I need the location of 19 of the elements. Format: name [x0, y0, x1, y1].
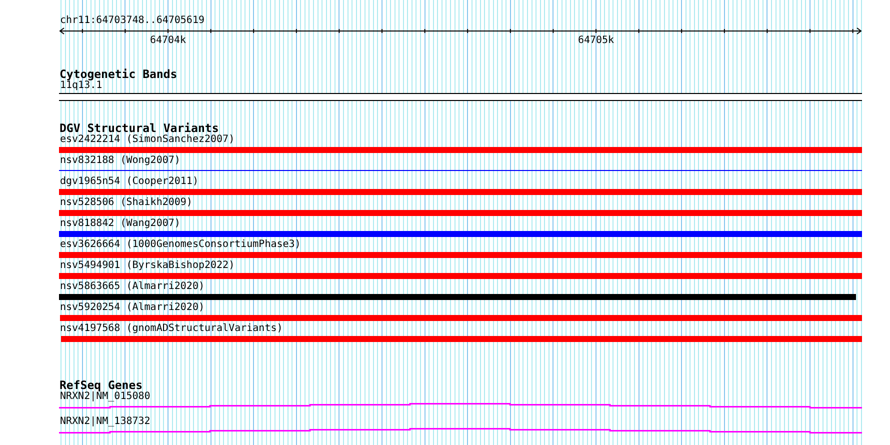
variant-label: nsv4197568 (gnomADStructuralVariants): [60, 323, 283, 335]
tick-label: 64705k: [578, 35, 614, 47]
variant-label: nsv528506 (Shaikh2009): [60, 197, 192, 209]
variant-label: nsv5863665 (Almarri2020): [60, 281, 204, 293]
locus-label: chr11:64703748..64705619: [60, 15, 204, 27]
gene-label: NRXN2|NM_138732: [60, 416, 150, 428]
variant-label: esv3626664 (1000GenomesConsortiumPhase3): [60, 239, 301, 251]
variant-label: nsv818842 (Wang2007): [60, 218, 180, 230]
tick-label: 64704k: [150, 35, 186, 47]
variant-label: nsv5494901 (ByrskaBishop2022): [60, 260, 235, 272]
track-title: DGV Structural Variants: [60, 122, 219, 134]
band-label: 11q13.1: [60, 80, 102, 92]
variant-label: esv2422214 (SimonSanchez2007): [60, 134, 235, 146]
track-title: Cytogenetic Bands: [60, 68, 178, 80]
gene-label: NRXN2|NM_015080: [60, 391, 150, 403]
track-title: RefSeq Genes: [60, 378, 143, 392]
variant-label: nsv5920254 (Almarri2020): [60, 302, 204, 314]
variant-label: nsv832188 (Wong2007): [60, 155, 180, 167]
variant-label: dgv1965n54 (Cooper2011): [60, 176, 198, 188]
